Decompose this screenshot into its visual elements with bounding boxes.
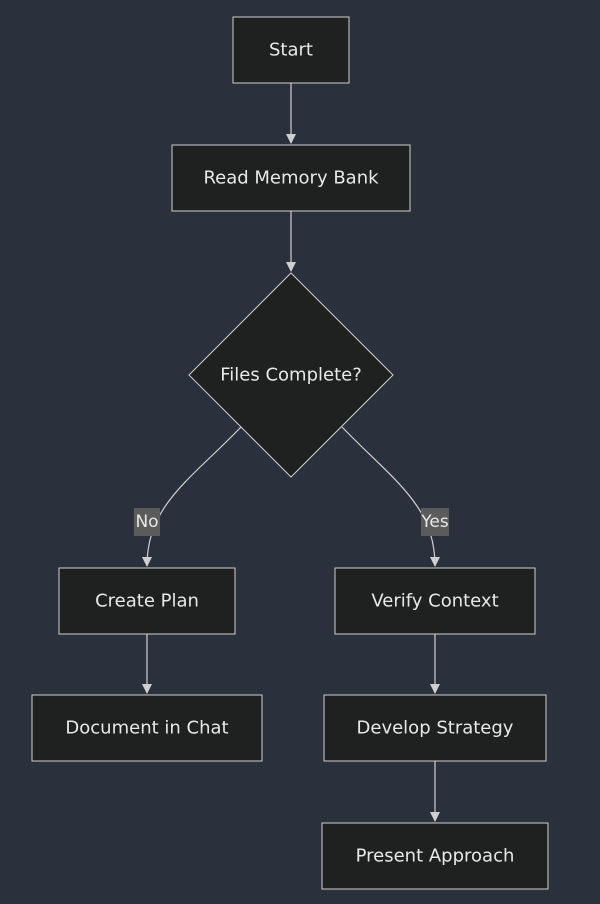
edges [142, 83, 440, 822]
node-present-approach-box [321, 822, 549, 890]
node-develop-strategy: Develop Strategy [323, 694, 547, 762]
edge-decision-to-create-plan [142, 426, 242, 567]
node-read-memory-bank: Read Memory Bank [171, 144, 411, 212]
node-files-complete-label: Files Complete? [220, 365, 362, 386]
edge-label-yes-text: Yes [420, 512, 449, 532]
node-read-memory-bank-box [171, 144, 411, 212]
node-verify-context-box [334, 567, 536, 635]
node-create-plan-box [58, 567, 236, 635]
node-verify-context-label: Verify Context [371, 591, 498, 612]
node-verify-context: Verify Context [334, 567, 536, 635]
node-start: Start [232, 16, 350, 84]
node-present-approach-label: Present Approach [356, 846, 515, 867]
node-document-in-chat-box [31, 694, 263, 762]
node-read-memory-bank-label: Read Memory Bank [203, 168, 379, 189]
node-document-in-chat: Document in Chat [31, 694, 263, 762]
node-develop-strategy-label: Develop Strategy [357, 718, 514, 739]
decision-diamond [188, 272, 394, 478]
node-start-label: Start [269, 40, 313, 61]
edge-label-no-bg [134, 508, 160, 536]
edge-label-yes: Yes [420, 508, 449, 536]
node-files-complete-decision: Files Complete? [188, 272, 394, 478]
node-create-plan-label: Create Plan [95, 591, 199, 612]
edge-label-no-text: No [135, 512, 158, 532]
node-develop-strategy-box [323, 694, 547, 762]
node-start-box [232, 16, 350, 84]
edge-label-no: No [134, 508, 160, 536]
node-create-plan: Create Plan [58, 567, 236, 635]
edge-label-yes-bg [421, 508, 449, 536]
edge-decision-to-verify-context [341, 426, 440, 567]
node-present-approach: Present Approach [321, 822, 549, 890]
node-document-in-chat-label: Document in Chat [65, 718, 228, 739]
